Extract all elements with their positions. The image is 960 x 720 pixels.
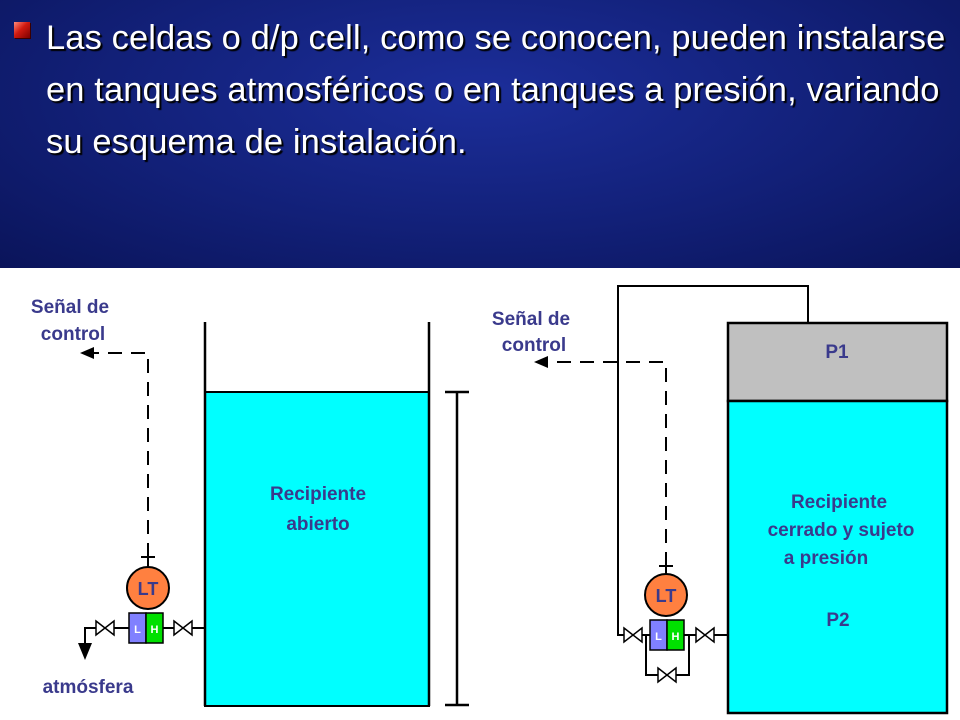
closed-tank-diagram: P1 Recipiente cerrado y sujeto a presión… [492, 285, 949, 715]
right-low-valve-icon [623, 626, 643, 644]
vent-arrow-icon [78, 643, 92, 660]
slide-text: Las celdas o d/p cell, como se conocen, … [46, 19, 946, 161]
closed-tank-label-1: Recipiente [791, 492, 887, 513]
left-signal-label-1: Señal de [31, 297, 109, 318]
right-high-valve-icon [695, 626, 715, 644]
p2-label: P2 [826, 610, 849, 631]
open-tank-liquid [204, 391, 430, 707]
left-vent-valve-icon [95, 619, 115, 637]
left-low-port-label: L [134, 624, 141, 636]
right-signal-label-1: Señal de [492, 309, 570, 330]
equalizing-valve-icon [657, 666, 677, 684]
right-control-signal-line [548, 361, 667, 566]
left-control-signal-line [92, 352, 149, 557]
right-low-port-label: L [655, 631, 662, 643]
open-tank-label-1: Recipiente [270, 484, 366, 505]
level-measurement-diagram: Recipiente abierto Señal de control LT L… [31, 285, 949, 715]
closed-tank-gas-space [726, 321, 949, 403]
vent-label: atmósfera [43, 677, 134, 698]
closed-tank-label-2: cerrado y sujeto [768, 520, 915, 541]
slide-header: Las celdas o d/p cell, como se conocen, … [0, 0, 960, 268]
closed-tank-liquid [726, 399, 949, 715]
left-high-valve-icon [173, 619, 193, 637]
right-lt-transmitter [644, 573, 688, 617]
open-tank-label-2: abierto [286, 514, 349, 535]
left-lt-transmitter [126, 566, 170, 610]
closed-tank-label-3: a presión [784, 548, 868, 569]
right-signal-arrow-icon [534, 356, 548, 368]
right-lt-label: LT [656, 586, 677, 606]
left-signal-arrow-icon [80, 347, 94, 359]
right-signal-label-2: control [502, 335, 566, 356]
left-signal-label-2: control [41, 324, 105, 345]
open-tank-diagram: Recipiente abierto Señal de control LT L… [31, 297, 469, 707]
level-span-bracket [445, 390, 469, 707]
left-high-port-label: H [151, 624, 159, 636]
right-high-port-label: H [672, 631, 680, 643]
left-lt-label: LT [138, 579, 159, 599]
bullet-icon [14, 22, 30, 38]
p1-label: P1 [825, 342, 849, 363]
